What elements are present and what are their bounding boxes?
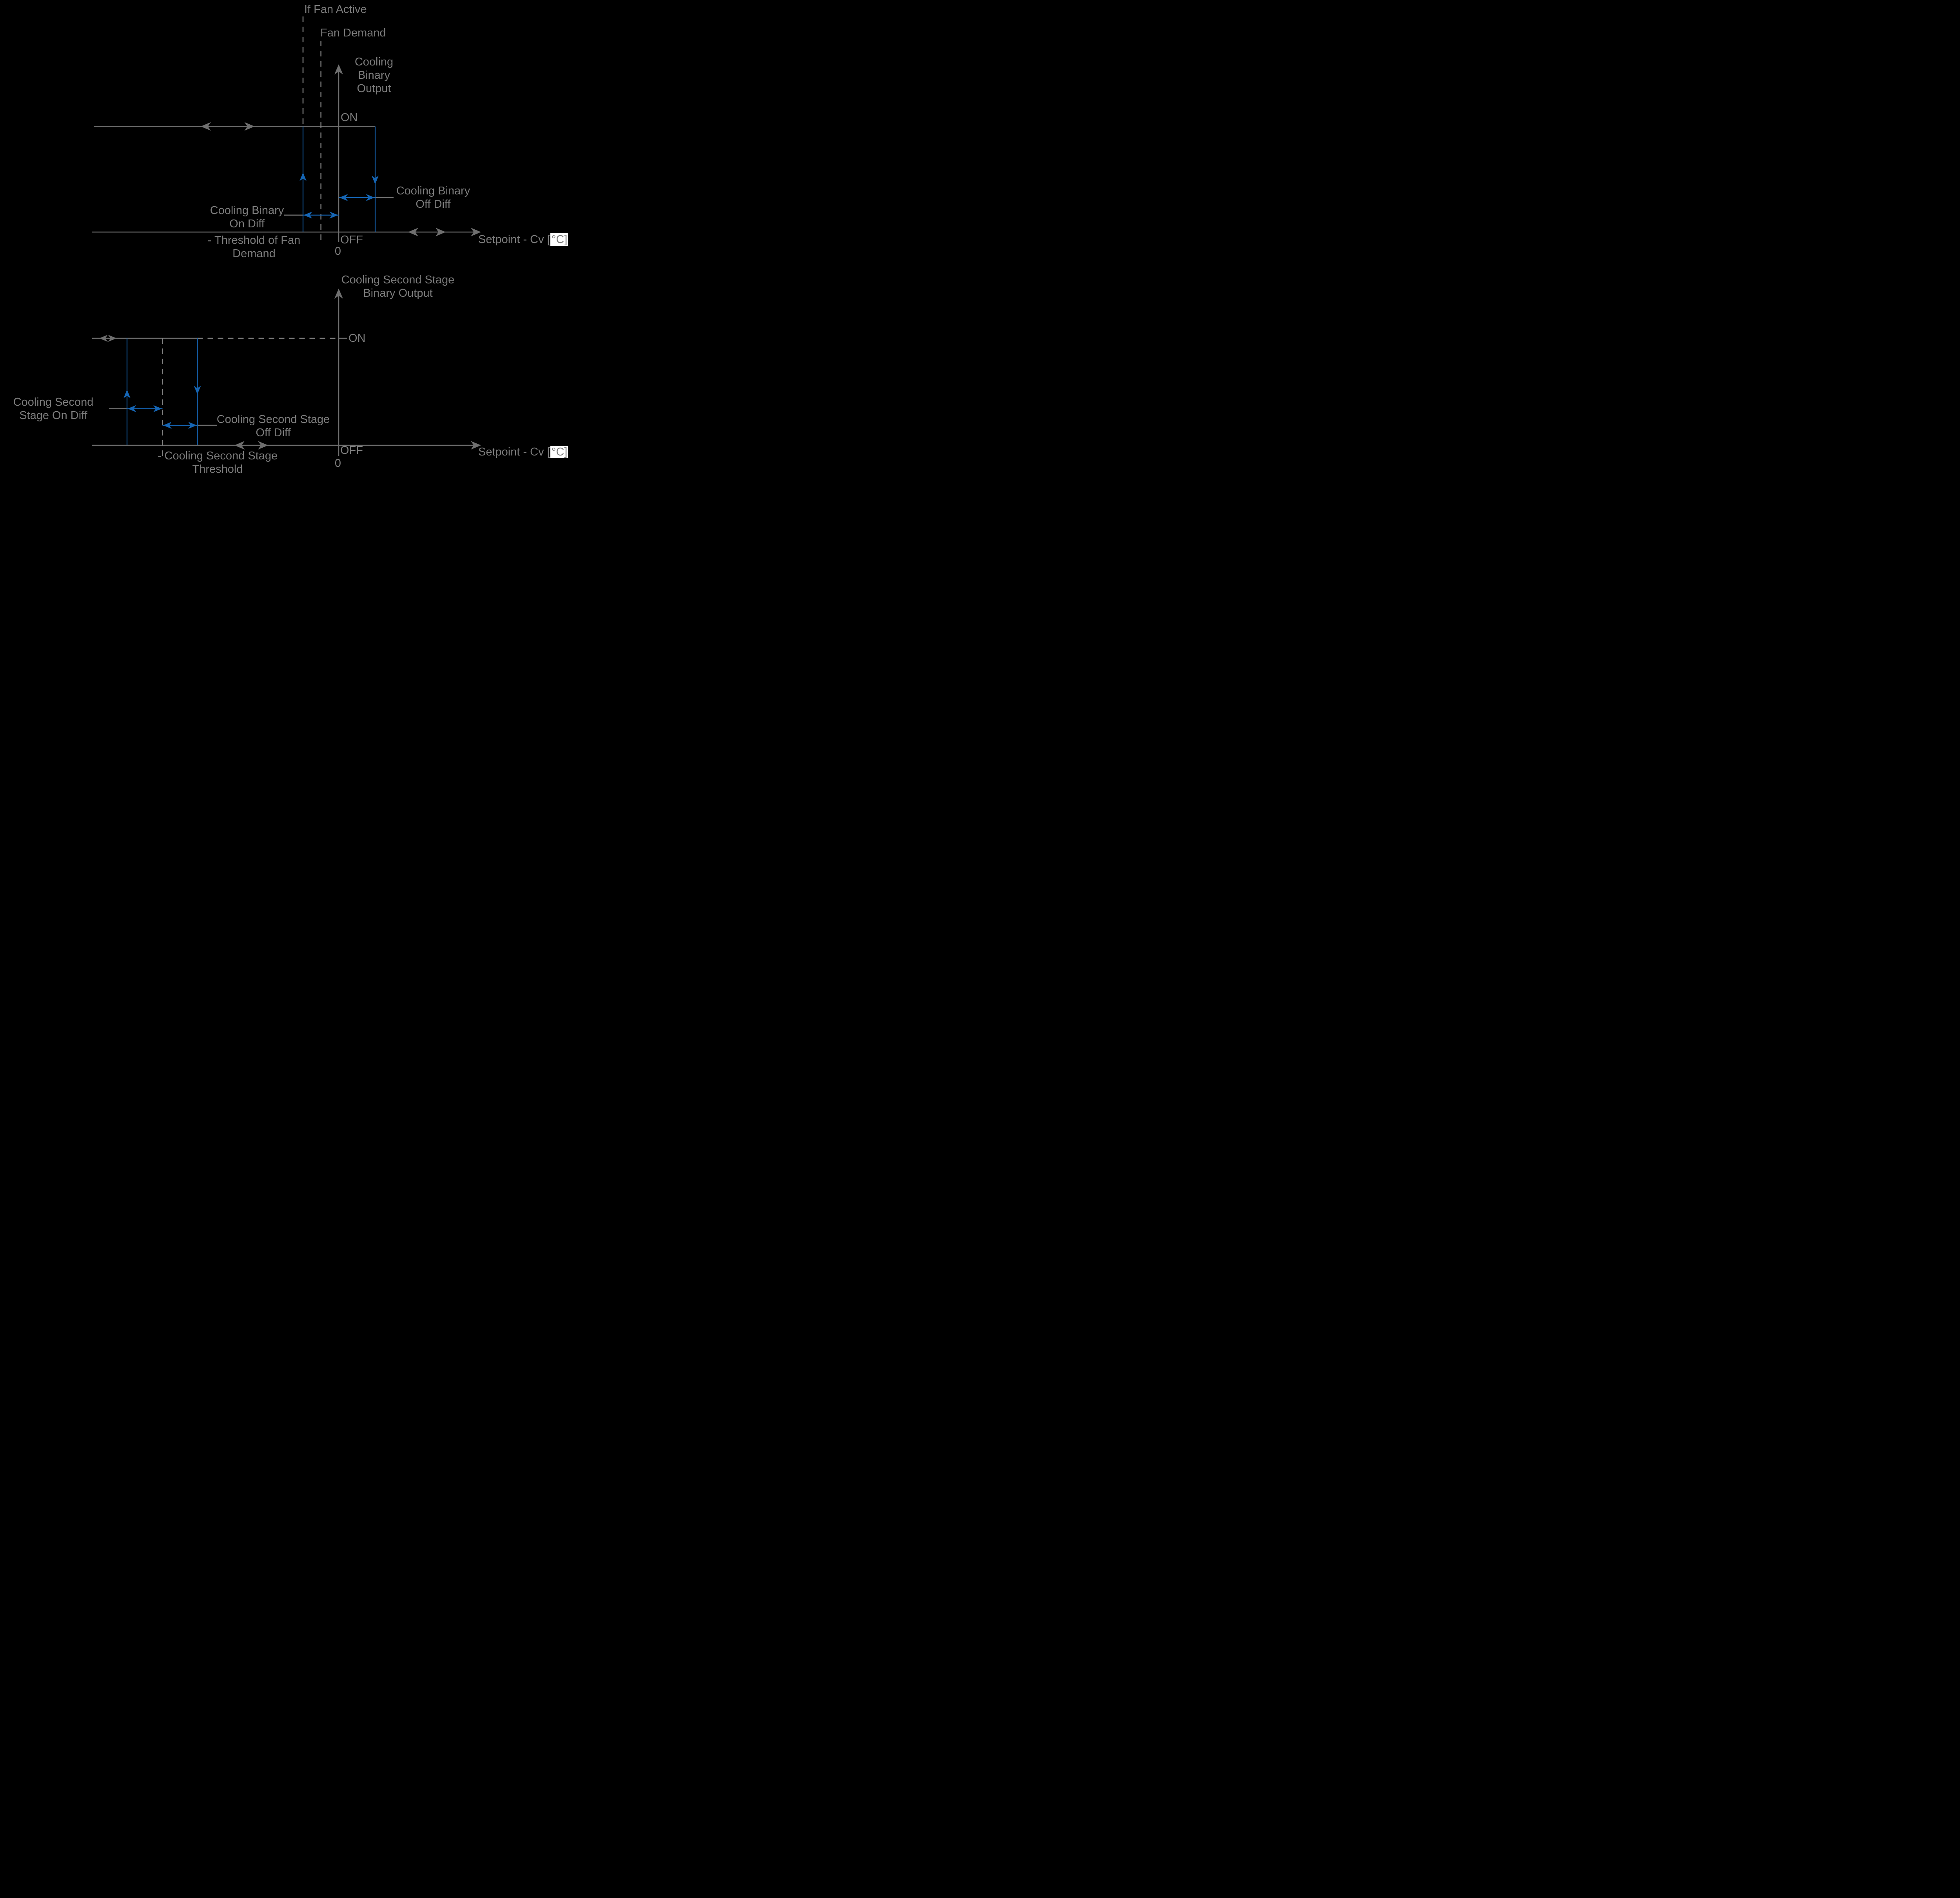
arrowhead-right-icon bbox=[329, 211, 338, 219]
arrowhead-up-icon bbox=[334, 289, 343, 299]
top-on-diff-label: Cooling Binary On Diff bbox=[210, 204, 284, 230]
arrowhead-right-icon bbox=[471, 441, 481, 450]
arrowhead-left-icon bbox=[303, 211, 312, 219]
arrowhead-right-icon bbox=[108, 335, 117, 342]
bottom-off-diff-label-line: Off Diff bbox=[256, 426, 291, 439]
top-off-label: OFF bbox=[340, 234, 363, 246]
arrowhead-up-icon bbox=[299, 172, 307, 181]
arrowhead-right-icon bbox=[258, 441, 268, 450]
bottom-y-axis-title-line: Cooling Second Stage bbox=[341, 274, 455, 286]
bottom-on-diff-label-line: Stage On Diff bbox=[19, 409, 87, 422]
bottom-y-axis-title-line: Binary Output bbox=[363, 287, 433, 299]
bottom-threshold-label-line: Threshold bbox=[192, 463, 243, 475]
top-y-axis-title: Cooling Binary Output bbox=[355, 55, 393, 95]
top-chart-lines bbox=[92, 16, 481, 244]
bottom-chart-lines bbox=[92, 289, 481, 456]
bottom-on-diff-label-line: Cooling Second bbox=[13, 396, 94, 408]
top-off-diff-label: Cooling Binary Off Diff bbox=[396, 184, 470, 211]
bottom-on-label: ON bbox=[348, 332, 366, 345]
arrowhead-left-icon bbox=[127, 405, 136, 412]
arrowhead-left-icon bbox=[99, 335, 108, 342]
arrowhead-right-icon bbox=[244, 122, 255, 131]
top-y-axis-title-line: Binary bbox=[358, 69, 390, 82]
arrowhead-left-icon bbox=[201, 122, 211, 131]
bottom-off-diff-label: Cooling Second Stage Off Diff bbox=[217, 413, 330, 439]
top-x-axis-label: Setpoint - Cv [°C] bbox=[478, 233, 568, 246]
top-off-diff-label-line: Cooling Binary bbox=[396, 185, 470, 197]
bottom-off-diff-label-line: Cooling Second Stage bbox=[216, 413, 330, 426]
top-fan-demand-label: Fan Demand bbox=[320, 27, 386, 39]
top-x-axis-unit-highlight: °C] bbox=[550, 233, 568, 246]
arrowhead-left-icon bbox=[163, 422, 172, 429]
arrowhead-left-icon bbox=[408, 228, 418, 236]
bottom-y-axis-title: Cooling Second Stage Binary Output bbox=[341, 273, 455, 300]
top-on-diff-label-line: Cooling Binary bbox=[210, 204, 284, 217]
bottom-on-diff-label: Cooling Second Stage On Diff bbox=[13, 396, 94, 422]
top-zero-label: 0 bbox=[334, 245, 341, 258]
arrowhead-right-icon bbox=[366, 194, 375, 201]
top-off-diff-label-line: Off Diff bbox=[416, 198, 451, 210]
arrowhead-left-icon bbox=[234, 441, 245, 450]
arrowhead-right-icon bbox=[188, 422, 197, 429]
bottom-off-label: OFF bbox=[340, 444, 363, 457]
top-threshold-label-line: - Threshold of Fan bbox=[207, 234, 301, 247]
diagram-canvas bbox=[92, 16, 481, 456]
top-x-axis-label-text: Setpoint - Cv [ bbox=[478, 233, 550, 246]
arrowhead-up-icon bbox=[334, 64, 343, 74]
bottom-x-axis-label-text: Setpoint - Cv [ bbox=[478, 446, 550, 458]
arrowhead-right-icon bbox=[153, 405, 162, 412]
arrowhead-down-icon bbox=[372, 176, 379, 184]
arrowhead-down-icon bbox=[194, 386, 201, 394]
top-y-axis-title-line: Cooling bbox=[354, 56, 394, 68]
bottom-threshold-label-line: - Cooling Second Stage bbox=[157, 450, 278, 462]
top-on-diff-label-line: On Diff bbox=[229, 218, 265, 230]
arrowhead-right-icon bbox=[471, 228, 481, 236]
arrowhead-right-icon bbox=[436, 228, 446, 236]
top-if-fan-active-label: If Fan Active bbox=[304, 3, 367, 16]
top-threshold-label-line: Demand bbox=[232, 247, 276, 260]
bottom-x-axis-label: Setpoint - Cv [°C] bbox=[478, 445, 568, 459]
top-y-axis-title-line: Output bbox=[357, 82, 391, 95]
arrowhead-left-icon bbox=[339, 194, 348, 201]
bottom-zero-label: 0 bbox=[334, 457, 341, 470]
bottom-x-axis-unit-highlight: °C] bbox=[550, 446, 568, 458]
arrowhead-up-icon bbox=[123, 390, 131, 398]
top-on-label: ON bbox=[341, 111, 358, 124]
top-threshold-label: - Threshold of Fan Demand bbox=[208, 234, 300, 260]
bottom-threshold-label: - Cooling Second Stage Threshold bbox=[158, 449, 278, 475]
hysteresis-diagram: If Fan Active Fan Demand Cooling Binary … bbox=[0, 0, 568, 475]
